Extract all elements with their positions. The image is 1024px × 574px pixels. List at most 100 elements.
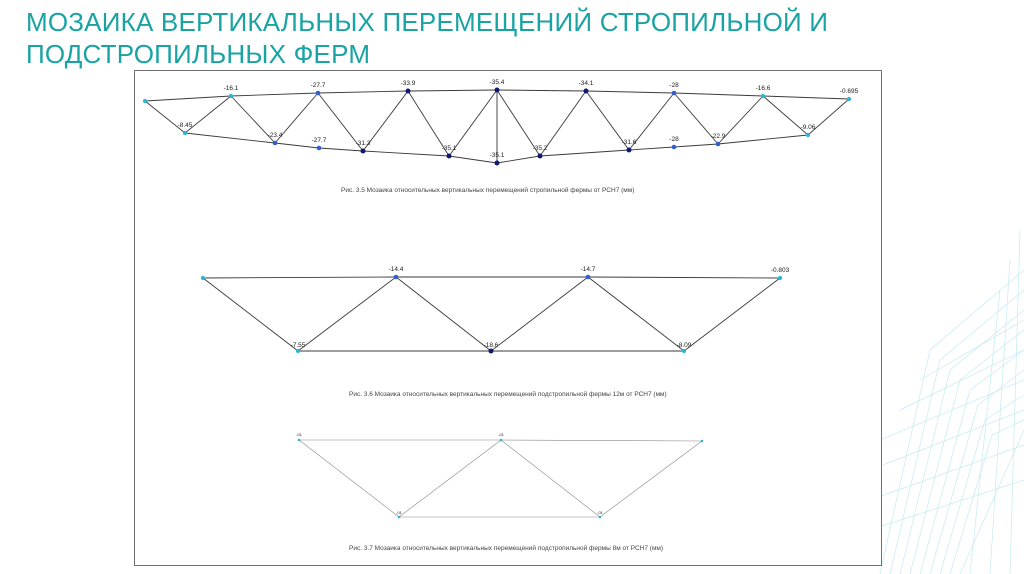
sub-truss-12m-displacement-label: -18.6 xyxy=(484,342,499,349)
rafter-truss-node xyxy=(360,148,366,154)
sub-truss-12m-displacement-label: -14.7 xyxy=(581,266,596,273)
truss-diagrams: -16.1 -27.7 -33.9 -35.4 -34.1 -28 -16.6 -0.695 -… xyxy=(142,79,859,519)
rafter-truss-member xyxy=(585,90,630,151)
rafter-truss-member xyxy=(317,92,364,152)
rafter-truss-member xyxy=(448,89,498,157)
rafter-truss-member xyxy=(230,92,319,97)
rafter-truss-displacement-label: -16.6 xyxy=(756,85,771,92)
sub-truss-12m-member xyxy=(683,277,781,352)
figure-caption-sub-truss-8m: Рис. 3.7 Мозаика относительных вертикаль… xyxy=(349,545,664,552)
sub-truss-12m-member xyxy=(202,277,299,352)
rafter-truss-member xyxy=(496,155,541,164)
sub-truss-8m-member xyxy=(500,439,703,442)
rafter-truss-member xyxy=(717,134,809,145)
sub-truss-8m-displacement-label: -01 xyxy=(597,510,604,515)
figure-frame: -16.1 -27.7 -33.9 -35.4 -34.1 -28 -16.6 -0.695 -… xyxy=(134,70,882,566)
rafter-truss-member xyxy=(762,95,809,136)
rafter-truss-node xyxy=(715,141,721,147)
rafter-truss-node xyxy=(537,153,543,159)
sub-truss-8m-member xyxy=(599,440,703,518)
sub-truss-12m-displacement-label: -0.803 xyxy=(771,267,790,274)
sub-truss-12m-member xyxy=(587,276,685,352)
rafter-truss-node xyxy=(494,160,500,166)
rafter-truss-node xyxy=(846,96,852,102)
rafter-truss-member xyxy=(274,92,319,144)
rafter-truss-displacement-label: -9.06 xyxy=(801,124,816,131)
rafter-truss-member xyxy=(407,89,498,92)
rafter-truss-node xyxy=(272,140,278,146)
rafter-truss-node xyxy=(760,93,766,99)
rafter-truss-member xyxy=(717,95,764,145)
sub-truss-12m-displacement-label: -7.55 xyxy=(291,342,306,349)
rafter-truss-node xyxy=(494,87,500,93)
figure-caption-sub-truss-12m: Рис. 3.6 Мозаика относительных вертикаль… xyxy=(349,391,667,398)
rafter-truss-node xyxy=(805,132,811,138)
sub-truss-12m-node xyxy=(777,275,783,281)
rafter-truss-member xyxy=(362,90,409,152)
rafter-truss-node xyxy=(182,130,188,136)
rafter-truss-member xyxy=(274,142,320,149)
rafter-truss-member xyxy=(448,155,498,164)
sub-truss-12m-member xyxy=(587,276,781,279)
sub-truss-8m-node xyxy=(499,438,503,442)
rafter-truss-member xyxy=(673,92,719,145)
sub-truss-12m-member xyxy=(490,276,589,352)
sub-truss-12m-node xyxy=(393,274,399,280)
sub-truss-12m-member xyxy=(395,276,492,352)
sub-truss-12m-node xyxy=(200,275,206,281)
rafter-truss-member xyxy=(362,150,450,157)
rafter-truss-member xyxy=(407,90,450,157)
rafter-truss-displacement-label: -22.9 xyxy=(711,133,726,140)
rafter-truss-displacement-label: -16.1 xyxy=(224,85,239,92)
rafter-truss-node xyxy=(671,90,677,96)
rafter-truss-displacement-label: -35.2 xyxy=(533,145,548,152)
rafter-truss-displacement-label: -35.1 xyxy=(490,152,505,159)
rafter-truss-member xyxy=(539,90,587,157)
slide-title-line-1: МОЗАИКА ВЕРТИКАЛЬНЫХ ПЕРЕМЕЩЕНИЙ СТРОПИЛ… xyxy=(26,7,829,37)
sub-truss-12m-node xyxy=(681,348,687,354)
rafter-truss-displacement-label: -27.7 xyxy=(311,82,326,89)
rafter-truss-node xyxy=(315,90,321,96)
rafter-truss-member xyxy=(184,95,232,134)
rafter-truss-node xyxy=(446,153,452,159)
sub-truss-12m-member xyxy=(202,276,397,279)
rafter-truss-displacement-label: -28 xyxy=(669,82,679,89)
slide-title-line-2: ПОДСТРОПИЛЬНЫХ ФЕРМ xyxy=(26,39,371,69)
rafter-truss-member xyxy=(762,95,850,100)
sub-truss-8m-node xyxy=(700,439,704,443)
rafter-truss-displacement-label: -31.6 xyxy=(622,139,637,146)
rafter-truss-member xyxy=(230,95,276,144)
sub-truss-8m-node xyxy=(598,515,602,519)
rafter-truss-displacement-label: -28 xyxy=(669,136,679,143)
rafter-truss-member xyxy=(184,132,276,144)
rafter-truss-displacement-label: -27.7 xyxy=(312,137,327,144)
rafter-truss-displacement-label: -35.4 xyxy=(490,79,505,86)
rafter-truss-displacement-label: -35.1 xyxy=(442,145,457,152)
decorative-wireframe-graphic xyxy=(870,230,1024,574)
sub-truss-8m-node xyxy=(297,438,301,442)
rafter-truss-displacement-label: -33.9 xyxy=(401,80,416,87)
rafter-truss-member xyxy=(318,147,364,152)
sub-truss-8m-member xyxy=(398,439,502,518)
rafter-truss-node xyxy=(671,144,677,150)
rafter-truss-displacement-label: -0.695 xyxy=(840,88,859,95)
rafter-truss-displacement-label: -34.1 xyxy=(579,80,594,87)
rafter-truss-displacement-label: -8.45 xyxy=(178,122,193,129)
rafter-truss-member xyxy=(628,146,675,151)
sub-truss-8m-member xyxy=(500,439,601,518)
rafter-truss-member xyxy=(496,89,541,157)
sub-truss-8m-node xyxy=(397,515,401,519)
rafter-truss-member xyxy=(317,90,409,94)
rafter-truss-node xyxy=(405,88,411,94)
rafter-truss-member xyxy=(585,90,675,94)
sub-truss-12m-node xyxy=(488,348,494,354)
sub-truss-12m-displacement-label: -8.09 xyxy=(677,342,692,349)
rafter-truss-displacement-label: -23.4 xyxy=(268,132,283,139)
rafter-truss-member xyxy=(144,100,186,134)
rafter-truss-member xyxy=(628,92,675,151)
rafter-truss-node xyxy=(626,147,632,153)
rafter-truss-node xyxy=(316,145,322,151)
rafter-truss-displacement-label: -31.3 xyxy=(356,140,371,147)
rafter-truss-member xyxy=(673,143,719,148)
rafter-truss-node xyxy=(583,88,589,94)
